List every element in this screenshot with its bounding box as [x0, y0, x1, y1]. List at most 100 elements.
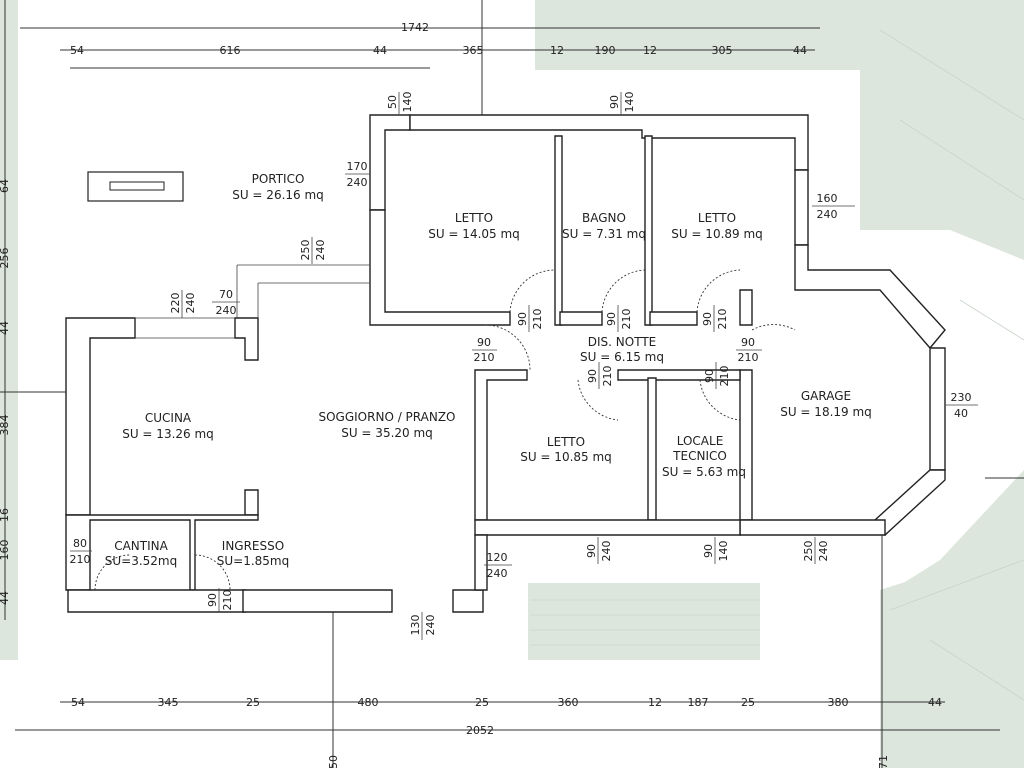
- opening-width: 90: [585, 544, 598, 558]
- opening-door-letto3: 90 210: [586, 362, 614, 389]
- top-chain-0: 54: [70, 44, 84, 57]
- left-chain-1: 256: [0, 248, 11, 269]
- opening-height: 240: [600, 541, 613, 562]
- opening-labels-vertical: 50 140 90 140 250 240 220 240 90 210 90 …: [169, 92, 830, 640]
- left-chain: 64 256 44 384 16 160 44 50 71: [0, 179, 890, 768]
- left-chain-5: 160: [0, 540, 11, 561]
- top-chain-8: 44: [793, 44, 807, 57]
- walls: [65, 114, 946, 613]
- opening-height: 240: [424, 615, 437, 636]
- room-letto3-name: LETTO: [547, 435, 585, 449]
- bottom-chain-4: 25: [475, 696, 489, 709]
- opening-door-tecnico: 90 210: [703, 362, 731, 389]
- left-chain-0: 64: [0, 179, 11, 193]
- opening-cantina: 80 210: [70, 537, 92, 566]
- opening-portico-1: 250 240: [299, 237, 327, 264]
- opening-height: 210: [716, 309, 729, 330]
- opening-letto1-top: 50 140: [386, 92, 414, 114]
- opening-width: 90: [741, 336, 755, 349]
- opening-height: 210: [738, 351, 759, 364]
- opening-width: 70: [219, 288, 233, 301]
- bottom-chain-9: 380: [828, 696, 849, 709]
- room-tecnico-area: SU = 5.63 mq: [662, 465, 746, 479]
- room-ingresso-name: INGRESSO: [222, 539, 284, 553]
- opening-height: 210: [221, 590, 234, 611]
- room-ingresso-area: SU=1.85mq: [217, 554, 289, 568]
- opening-width: 50: [386, 95, 399, 109]
- opening-width: 170: [347, 160, 368, 173]
- bottom-chain-1: 345: [158, 696, 179, 709]
- room-bagno-name: BAGNO: [582, 211, 626, 225]
- opening-width: 90: [703, 369, 716, 383]
- room-dis-notte-area: SU = 6.15 mq: [580, 350, 664, 364]
- opening-height: 140: [401, 92, 414, 113]
- bottom-total-dim: 2052: [466, 724, 494, 737]
- room-letto3-area: SU = 10.85 mq: [520, 450, 612, 464]
- opening-height: 210: [70, 553, 91, 566]
- opening-height: 40: [954, 407, 968, 420]
- bottom-left-cut-mark: 50: [327, 755, 340, 768]
- room-letto1-area: SU = 14.05 mq: [428, 227, 520, 241]
- opening-width: 90: [477, 336, 491, 349]
- opening-width: 80: [73, 537, 87, 550]
- left-chain-4: 16: [0, 508, 11, 522]
- opening-width: 90: [206, 593, 219, 607]
- opening-height: 240: [347, 176, 368, 189]
- opening-letto3-bottom: 90 240: [585, 537, 613, 564]
- opening-width: 250: [802, 541, 815, 562]
- opening-height: 210: [531, 309, 544, 330]
- left-chain-3: 384: [0, 415, 11, 436]
- room-soggiorno-name: SOGGIORNO / PRANZO: [318, 410, 455, 424]
- room-soggiorno-area: SU = 35.20 mq: [341, 426, 433, 440]
- bottom-chain-5: 360: [558, 696, 579, 709]
- room-tecnico-name2: TECNICO: [672, 449, 727, 463]
- top-chain-1: 616: [220, 44, 241, 57]
- top-chain: 54 616 44 365 12 190 12 305 44: [70, 44, 807, 57]
- room-labels: PORTICO SU = 26.16 mq LETTO SU = 14.05 m…: [105, 172, 872, 568]
- opening-bagno-top: 90 140: [608, 92, 636, 114]
- opening-width: 90: [586, 369, 599, 383]
- bottom-chain-2: 25: [246, 696, 260, 709]
- opening-dis-left: 90 210: [472, 336, 497, 364]
- overall-dimensions: 1742 2052: [401, 21, 494, 737]
- left-chain-2: 44: [0, 321, 11, 335]
- opening-tecnico-bottom: 90 140: [702, 537, 730, 564]
- opening-width: 90: [605, 312, 618, 326]
- opening-width: 120: [487, 551, 508, 564]
- room-dis-notte-name: DIS. NOTTE: [588, 335, 656, 349]
- opening-door-letto1: 90 210: [516, 305, 544, 332]
- opening-width: 220: [169, 293, 182, 314]
- opening-width: 90: [701, 312, 714, 326]
- top-chain-2: 44: [373, 44, 387, 57]
- opening-height: 240: [487, 567, 508, 580]
- top-chain-7: 305: [712, 44, 733, 57]
- room-letto1-name: LETTO: [455, 211, 493, 225]
- opening-width: 230: [951, 391, 972, 404]
- room-cucina-name: CUCINA: [145, 411, 192, 425]
- opening-height: 210: [620, 309, 633, 330]
- top-chain-5: 190: [595, 44, 616, 57]
- opening-height: 240: [314, 240, 327, 261]
- opening-letto1-left: 170 240: [345, 160, 370, 189]
- room-garage-area: SU = 18.19 mq: [780, 405, 872, 419]
- top-total-dim: 1742: [401, 21, 429, 34]
- opening-width: 90: [702, 544, 715, 558]
- opening-width: 160: [817, 192, 838, 205]
- bottom-chain-3: 480: [358, 696, 379, 709]
- opening-height: 240: [817, 208, 838, 221]
- opening-width: 250: [299, 240, 312, 261]
- opening-door-ingresso: 90 210: [206, 588, 234, 612]
- opening-portico-3: 70 240: [212, 288, 240, 317]
- opening-garage-bottom: 250 240: [802, 537, 830, 564]
- room-tecnico-name: LOCALE: [677, 434, 724, 448]
- opening-soggiorno-right: 120 240: [484, 551, 512, 580]
- opening-soggiorno-bottom: 130 240: [409, 612, 437, 640]
- opening-height: 210: [718, 366, 731, 387]
- room-cantina-name: CANTINA: [114, 539, 168, 553]
- opening-width: 130: [409, 615, 422, 636]
- bottom-chain-10: 44: [928, 696, 942, 709]
- top-chain-3: 365: [463, 44, 484, 57]
- portico-fixture-inner: [109, 181, 165, 191]
- top-chain-4: 12: [550, 44, 564, 57]
- opening-door-bagno: 90 210: [605, 305, 633, 332]
